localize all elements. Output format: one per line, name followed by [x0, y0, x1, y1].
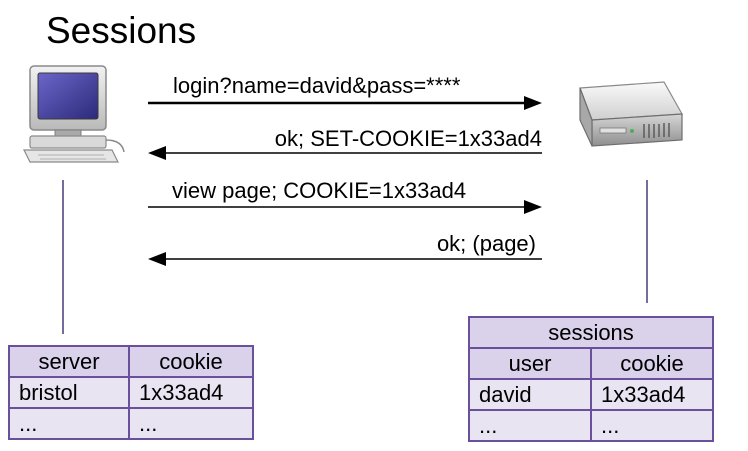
computer-icon — [23, 65, 125, 163]
message-label-set-cookie: ok; SET-COOKIE=1x33ad4 — [274, 126, 542, 151]
table-cell: ... — [468, 409, 592, 442]
column-header-user: user — [468, 347, 592, 380]
table-cell: 1x33ad4 — [590, 378, 714, 411]
table-cell: ... — [8, 407, 130, 440]
table-cell: david — [468, 378, 592, 411]
message-label-view-page: view page; COOKIE=1x33ad4 — [172, 178, 467, 203]
column-header-server: server — [8, 345, 130, 378]
server-icon — [579, 81, 683, 147]
table-row: ... ... — [468, 409, 714, 442]
client-cookie-table: server cookie bristol 1x33ad4 ... ... — [8, 345, 254, 440]
column-header-cookie: cookie — [590, 347, 714, 380]
message-arrow-1 — [148, 96, 542, 110]
table-cell: 1x33ad4 — [128, 376, 254, 409]
table-cell: bristol — [8, 376, 130, 409]
message-arrow-3 — [148, 200, 542, 214]
table-cell: ... — [590, 409, 714, 442]
message-arrow-4 — [148, 252, 542, 266]
table-row: ... ... — [8, 407, 254, 440]
server-sessions-table: sessions user cookie david 1x33ad4 ... .… — [468, 316, 714, 442]
message-arrow-2 — [148, 146, 542, 160]
message-label-login: login?name=david&pass=**** — [173, 73, 461, 98]
table-title-sessions: sessions — [468, 316, 714, 349]
table-cell: ... — [128, 407, 254, 440]
table-row: david 1x33ad4 — [468, 378, 714, 411]
message-label-ok-page: ok; (page) — [436, 231, 536, 256]
column-header-cookie: cookie — [128, 345, 254, 378]
page-title: Sessions — [46, 10, 197, 51]
table-row: bristol 1x33ad4 — [8, 376, 254, 409]
